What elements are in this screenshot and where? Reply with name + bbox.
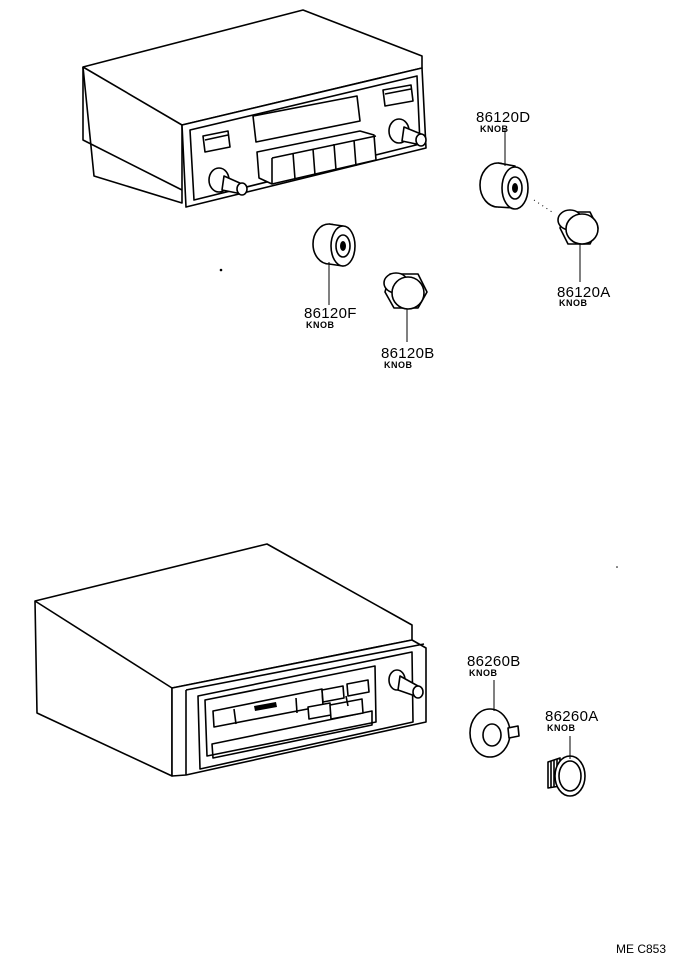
part-number-86120a: 86120A <box>557 284 611 301</box>
part-description-86260b: KNOB <box>469 668 498 678</box>
knob-86260a-drawing <box>547 736 586 797</box>
part-description-86120a: KNOB <box>559 298 588 308</box>
knob-86120f-drawing <box>312 223 356 305</box>
part-number-86260a: 86260A <box>545 708 599 725</box>
knob-86120b-drawing <box>383 272 428 342</box>
part-number-86120b: 86120B <box>381 345 435 362</box>
part-number-86120d: 86120D <box>476 109 530 126</box>
knob-86120a-drawing <box>557 209 599 282</box>
knob-86120d-drawing <box>479 128 553 213</box>
lower-radio-unit <box>34 543 427 777</box>
part-number-86260b: 86260B <box>467 653 521 670</box>
part-description-86120f: KNOB <box>306 320 335 330</box>
part-description-86120b: KNOB <box>384 360 413 370</box>
part-description-86260a: KNOB <box>547 723 576 733</box>
part-number-86120f: 86120F <box>304 305 357 322</box>
diagram-code: ME C853 <box>616 942 666 956</box>
part-description-86120d: KNOB <box>480 124 509 134</box>
upper-radio-unit <box>82 9 427 208</box>
knob-86260b-drawing <box>469 680 520 758</box>
